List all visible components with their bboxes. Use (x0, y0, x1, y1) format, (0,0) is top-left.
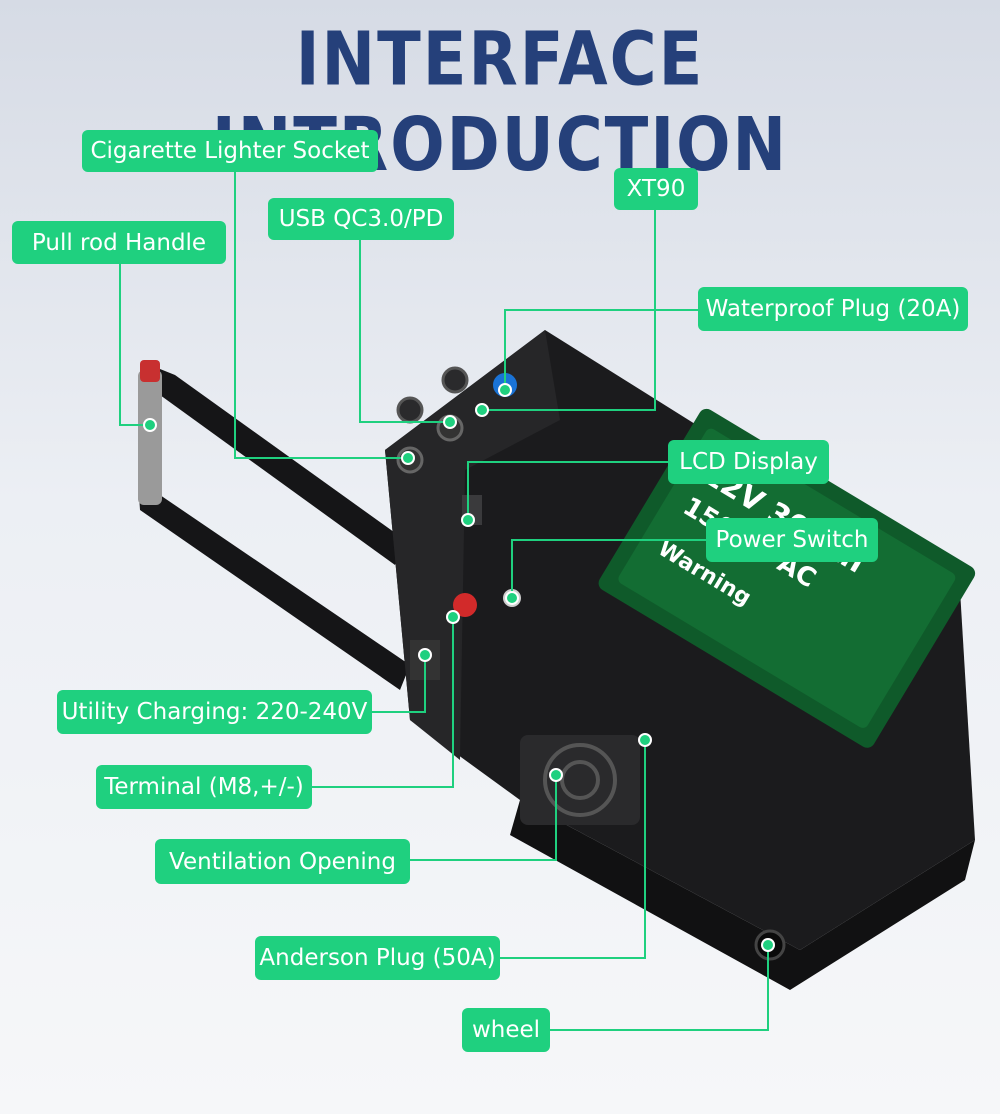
label-anderson-plug: Anderson Plug (50A) (255, 936, 500, 980)
leader-lines (119, 172, 769, 1031)
label-cigarette-lighter-socket: Cigarette Lighter Socket (82, 130, 378, 172)
label-ventilation-opening: Ventilation Opening (155, 839, 410, 884)
label-pull-rod-handle: Pull rod Handle (12, 221, 226, 264)
page-title: INTERFACE INTRODUCTION (211, 18, 789, 189)
leader-dots (143, 383, 775, 952)
label-wheel: wheel (462, 1008, 550, 1052)
label-waterproof-plug: Waterproof Plug (20A) (698, 287, 968, 331)
ports (396, 366, 521, 680)
label-usb-qc-pd: USB QC3.0/PD (268, 198, 454, 240)
pull-rod-handle (138, 360, 410, 690)
label-xt90: XT90 (614, 168, 698, 210)
ventilation-fan (520, 735, 640, 825)
label-utility-charging: Utility Charging: 220-240V (57, 690, 372, 734)
label-power-switch: Power Switch (706, 518, 878, 562)
label-lcd-display: LCD Display (668, 440, 829, 484)
label-terminal: Terminal (M8,+/-) (96, 765, 312, 809)
